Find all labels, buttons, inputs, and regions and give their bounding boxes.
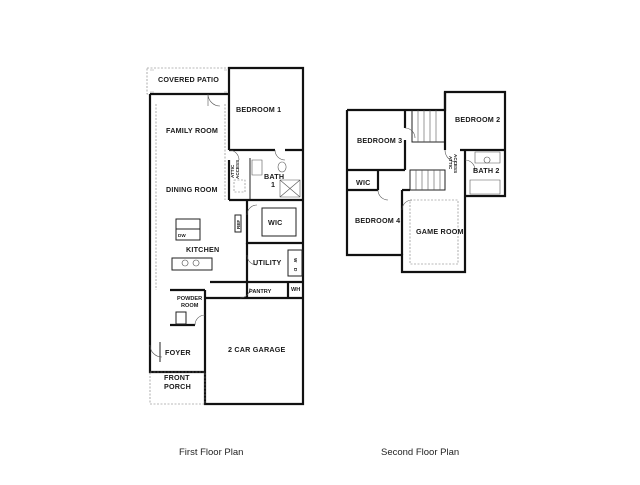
powder-room-label-a: POWDER (177, 296, 202, 302)
second-floor-plan: BEDROOM 3 BEDROOM 2 ATTIC ACCESS BATH 2 … (345, 90, 507, 274)
dishwasher-label: DW (178, 233, 186, 238)
bath-1-label: BATH (264, 172, 284, 181)
garage-label: 2 CAR GARAGE (228, 345, 286, 354)
bedroom-1-label: BEDROOM 1 (236, 105, 281, 114)
water-heater-label: WH (291, 287, 300, 293)
bedroom-2-label: BEDROOM 2 (455, 115, 500, 124)
bath-2-label: BATH 2 (473, 166, 500, 175)
dryer-label: D (293, 268, 298, 272)
foyer-label: FOYER (165, 348, 191, 357)
wic-label: WIC (268, 218, 283, 227)
front-porch-area (149, 371, 206, 405)
second-floor-interior-walls (347, 92, 505, 265)
first-floor-doors (149, 93, 286, 358)
kitchen-label: KITCHEN (186, 245, 219, 254)
family-room-label: FAMILY ROOM (166, 126, 218, 135)
covered-patio-label: COVERED PATIO (158, 75, 219, 84)
wic-2f-label: WIC (356, 178, 371, 187)
second-floor-outer-wall (345, 90, 507, 274)
attic-access-label-b: ACCESS (235, 160, 240, 179)
first-floor-plan: COVERED PATIO FAMILY ROOM BEDROOM 1 DINI… (146, 66, 305, 406)
attic-access-label-b-2f: ACCESS (453, 154, 458, 173)
dining-room-label: DINING ROOM (166, 185, 218, 194)
game-room-label: GAME ROOM (416, 227, 464, 236)
front-porch-label-a: FRONT (164, 373, 190, 382)
second-floor-doors (377, 127, 476, 211)
utility-label: UTILITY (253, 258, 282, 267)
washer-label: W (293, 258, 298, 263)
first-floor-interior-walls (155, 94, 303, 372)
attic-access-label-a: ATTIC (230, 164, 235, 178)
bedroom-3-label: BEDROOM 3 (357, 136, 402, 145)
attic-access-label-a-2f: ATTIC (448, 156, 453, 170)
pantry-label: PANTRY (249, 289, 272, 295)
bath-1-number: 1 (271, 180, 275, 189)
front-porch-label-b: PORCH (164, 382, 191, 391)
first-floor-plan-title: First Floor Plan (179, 447, 243, 458)
powder-room-label-b: ROOM (181, 303, 199, 309)
bedroom-4-label: BEDROOM 4 (355, 216, 400, 225)
second-floor-plan-title: Second Floor Plan (381, 447, 459, 458)
ref-label: REF (236, 220, 241, 229)
